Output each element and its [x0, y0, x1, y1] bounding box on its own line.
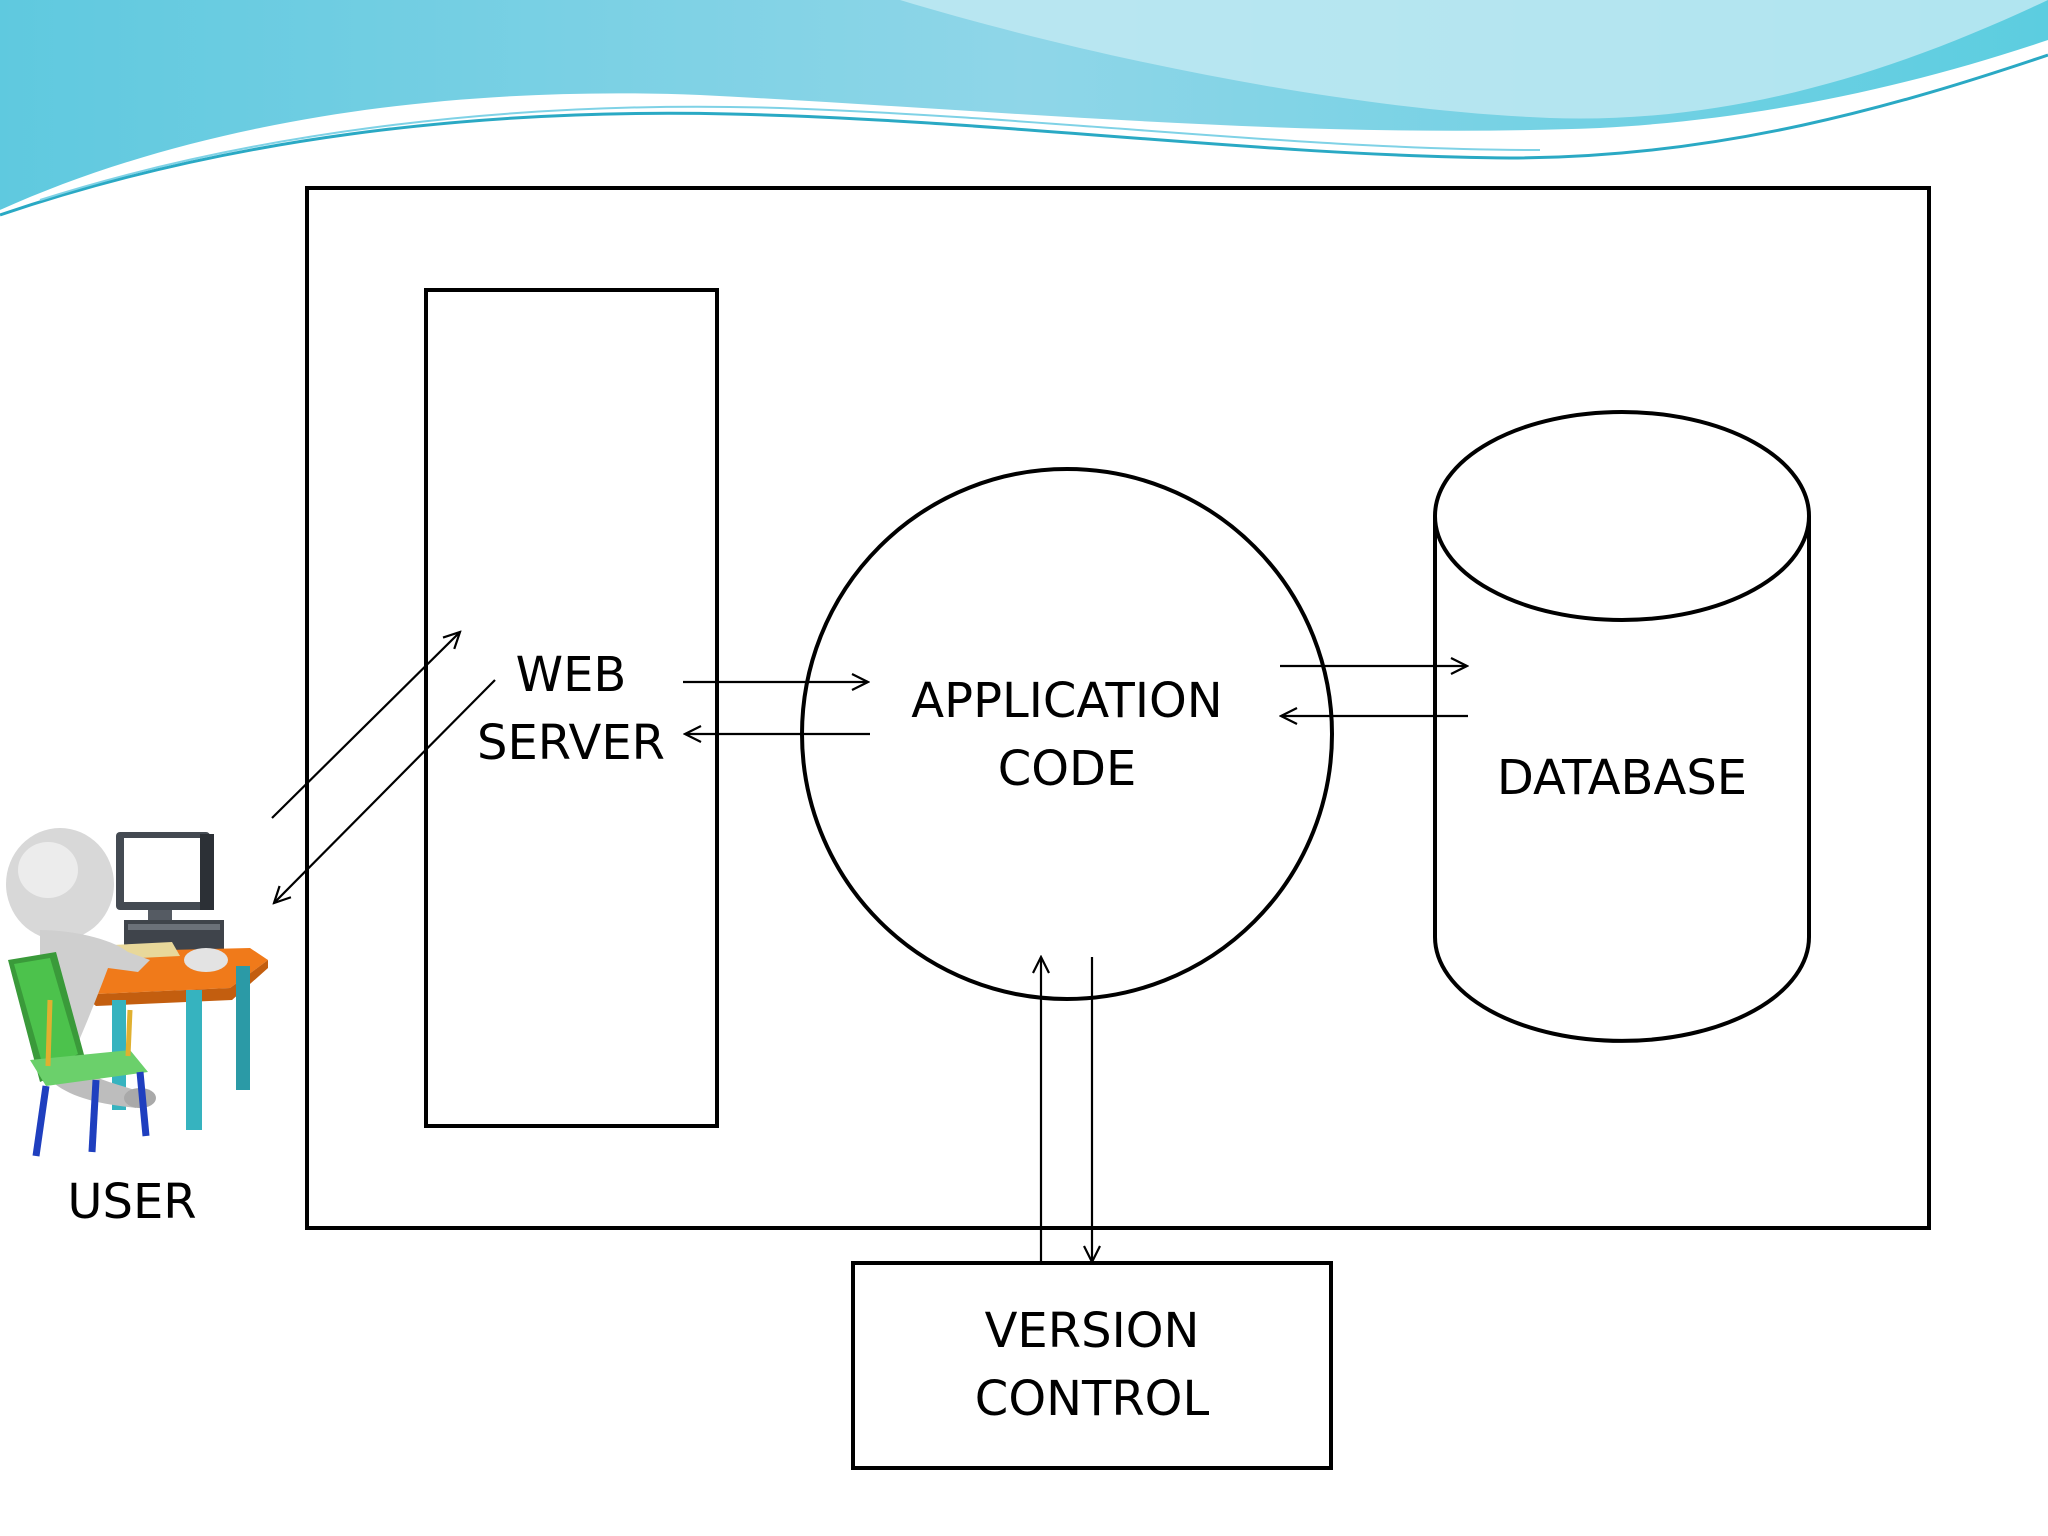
web-server-label: WEB SERVER: [460, 641, 682, 777]
user-label: USER: [52, 1168, 212, 1236]
database-label-text: DATABASE: [1496, 750, 1748, 806]
version-control-label-line-2: CONTROL: [974, 1371, 1210, 1427]
application-code-label-line-1: APPLICATION: [911, 673, 1223, 729]
version-control-label-line-1: VERSION: [984, 1303, 1200, 1359]
user-at-computer-illustration: [6, 828, 268, 1157]
arrow-user-to-web-server: [271, 632, 460, 819]
database-label: DATABASE: [1472, 744, 1772, 812]
user-label-text: USER: [67, 1174, 197, 1230]
web-server-label-line-1: WEB: [515, 647, 627, 703]
header-wave-decoration: [0, 0, 2048, 230]
web-server-label-line-2: SERVER: [476, 715, 666, 771]
arrow-web-server-to-user: [274, 679, 496, 903]
web-server-box: [424, 288, 719, 1128]
version-control-label: VERSION CONTROL: [892, 1297, 1292, 1433]
application-code-label: APPLICATION CODE: [867, 667, 1267, 803]
system-boundary: [305, 186, 1931, 1230]
application-code-label-line-2: CODE: [997, 741, 1137, 797]
database-cylinder: [1433, 410, 1811, 1043]
